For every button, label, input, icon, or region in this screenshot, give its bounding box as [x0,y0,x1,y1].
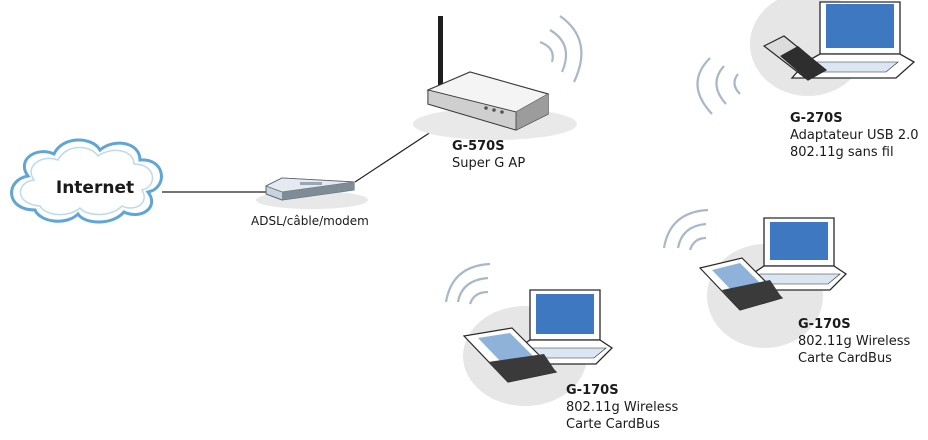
access-point-label: G-570S Super G AP [452,138,525,172]
cardbus-right-line1: 802.11g Wireless [798,334,911,349]
usb-adapter-line2: 802.11g sans fil [790,145,894,160]
cardbus-card-icon [698,257,784,311]
usb-adapter-model: G-270S [790,111,843,126]
cardbus-bottom-wireless-waves-icon [444,262,491,305]
cardbus-bottom-model: G-170S [566,383,619,398]
modem-label-text: ADSL/câble/modem [251,214,369,228]
internet-label: Internet [55,178,135,198]
cardbus-bottom-line2: Carte CardBus [566,417,660,432]
internet-cloud-icon [10,138,163,224]
cardbus-card-icon [462,327,558,383]
usb-adapter-label: G-270S Adaptateur USB 2.0 802.11g sans f… [790,110,919,161]
usb-adapter-line1: Adaptateur USB 2.0 [790,128,919,143]
access-point-icon [413,16,577,140]
access-point-model: G-570S [452,139,505,154]
usb-laptop-group [696,0,916,115]
usb-adapter-icon [762,35,828,81]
access-point-description: Super G AP [452,156,526,171]
modem-icon [256,177,368,209]
cardbus-bottom-laptop-group [444,262,614,406]
cardbus-bottom-line1: 802.11g Wireless [566,400,679,415]
cardbus-right-wireless-waves-icon [662,208,709,251]
ap-wireless-waves-icon [539,15,583,83]
cardbus-right-model: G-170S [798,317,851,332]
cardbus-right-label: G-170S 802.11g Wireless Carte CardBus [798,316,910,367]
cardbus-bottom-label: G-170S 802.11g Wireless Carte CardBus [566,382,678,433]
cardbus-right-laptop-group [662,208,848,348]
modem-label: ADSL/câble/modem [251,213,369,230]
cardbus-right-line2: Carte CardBus [798,351,892,366]
usb-wireless-waves-icon [696,57,741,115]
